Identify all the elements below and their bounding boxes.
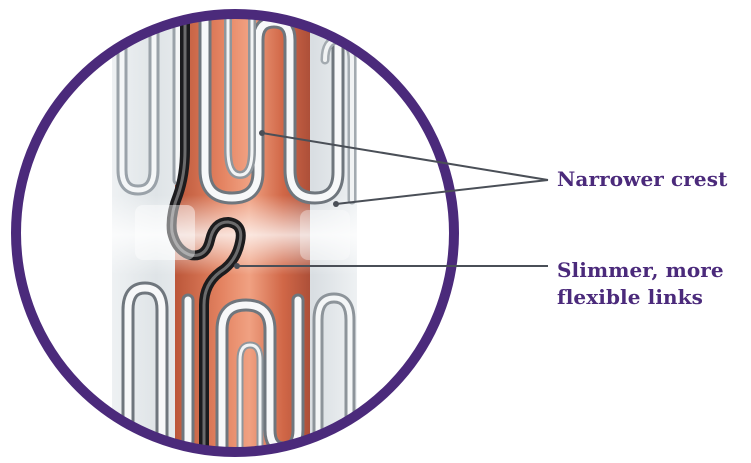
callout-flexible-links-line1: Slimmer, more <box>557 257 724 284</box>
anchor-dot <box>259 130 265 136</box>
anchor-dot <box>234 263 240 269</box>
callout-flexible-links: Slimmer, more flexible links <box>557 257 724 311</box>
callout-flexible-links-line2: flexible links <box>557 284 724 311</box>
stent-closeup <box>112 0 357 463</box>
callout-narrower-crest: Narrower crest <box>557 166 727 193</box>
anchor-dot <box>333 201 339 207</box>
